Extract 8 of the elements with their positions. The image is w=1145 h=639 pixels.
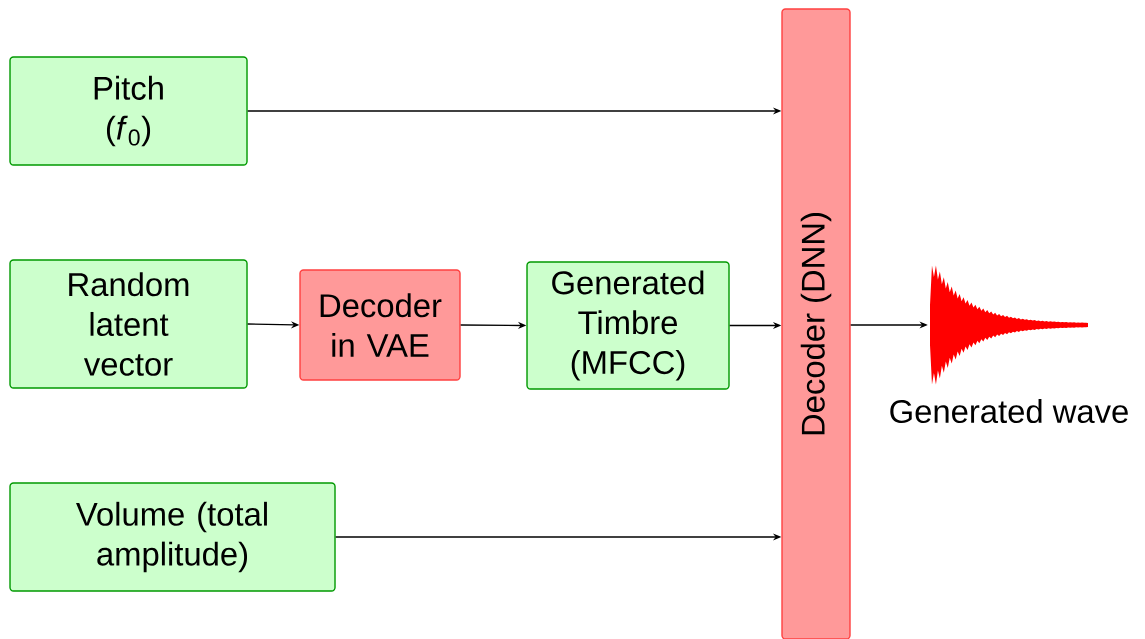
process-box: Pitch (f$_{0}$) xyxy=(9,56,248,166)
decoder-box: Decoder in VAE xyxy=(299,269,461,381)
process-box: Generated Timbre (MFCC) xyxy=(526,261,730,390)
decoder-bar: Decoder (DNN) xyxy=(781,8,851,639)
caption-text: Generated wave xyxy=(890,399,1128,424)
process-box: Volume (total amplitude) xyxy=(9,482,336,592)
process-box: Random latent vector xyxy=(9,259,248,389)
waveform-drawing xyxy=(930,265,1088,385)
